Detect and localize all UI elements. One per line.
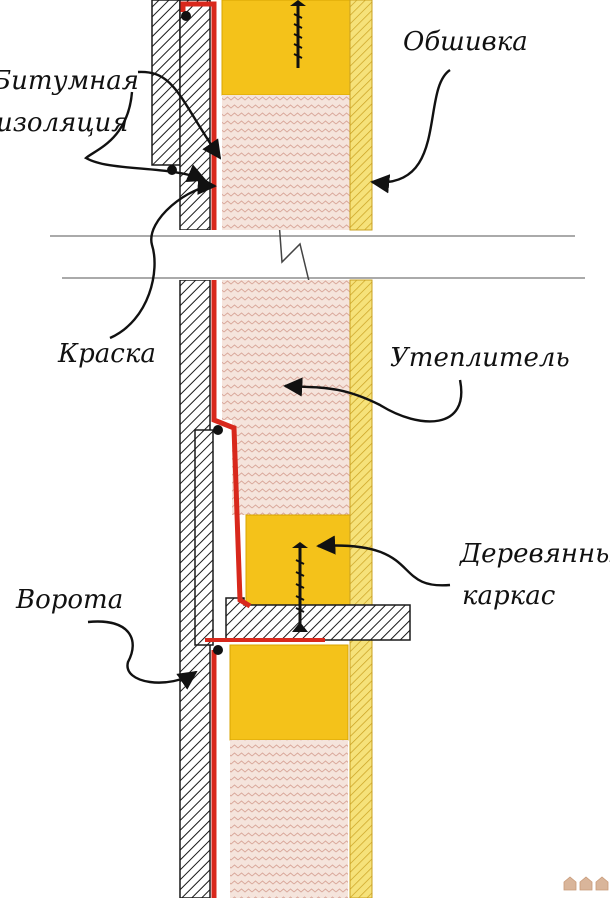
arrow-cladding bbox=[370, 69, 451, 194]
arrow-frame bbox=[316, 535, 451, 587]
steel-angle bbox=[225, 597, 411, 641]
label-bitumen-line2: изоляция bbox=[0, 108, 128, 138]
paint-layer bbox=[180, 1, 325, 898]
label-bitumen-line1: Битумная bbox=[0, 66, 139, 96]
break-lines bbox=[0, 207, 610, 303]
upper-panel bbox=[221, 0, 357, 606]
label-gate: Ворота bbox=[15, 585, 123, 615]
label-frame-line2: каркас bbox=[462, 581, 556, 611]
arrow-bitumen bbox=[137, 70, 222, 160]
gate-panel bbox=[151, 0, 214, 898]
screw-icon bbox=[292, 542, 308, 632]
label-insulation: Утеплитель bbox=[390, 343, 570, 373]
arrow-bitumen-2 bbox=[83, 91, 207, 183]
arrow-insulation bbox=[283, 377, 463, 423]
house-logo-icon bbox=[563, 876, 609, 891]
label-cladding: Обшивка bbox=[403, 27, 528, 57]
lower-panel bbox=[229, 644, 349, 898]
arrow-paint bbox=[109, 175, 217, 340]
label-paint: Краска bbox=[57, 339, 156, 369]
label-frame-line1: Деревянный bbox=[459, 539, 610, 569]
arrow-gate bbox=[87, 620, 198, 690]
cladding-strip bbox=[349, 0, 373, 898]
screw-icon bbox=[290, 0, 306, 68]
leader-arrows bbox=[83, 69, 463, 690]
